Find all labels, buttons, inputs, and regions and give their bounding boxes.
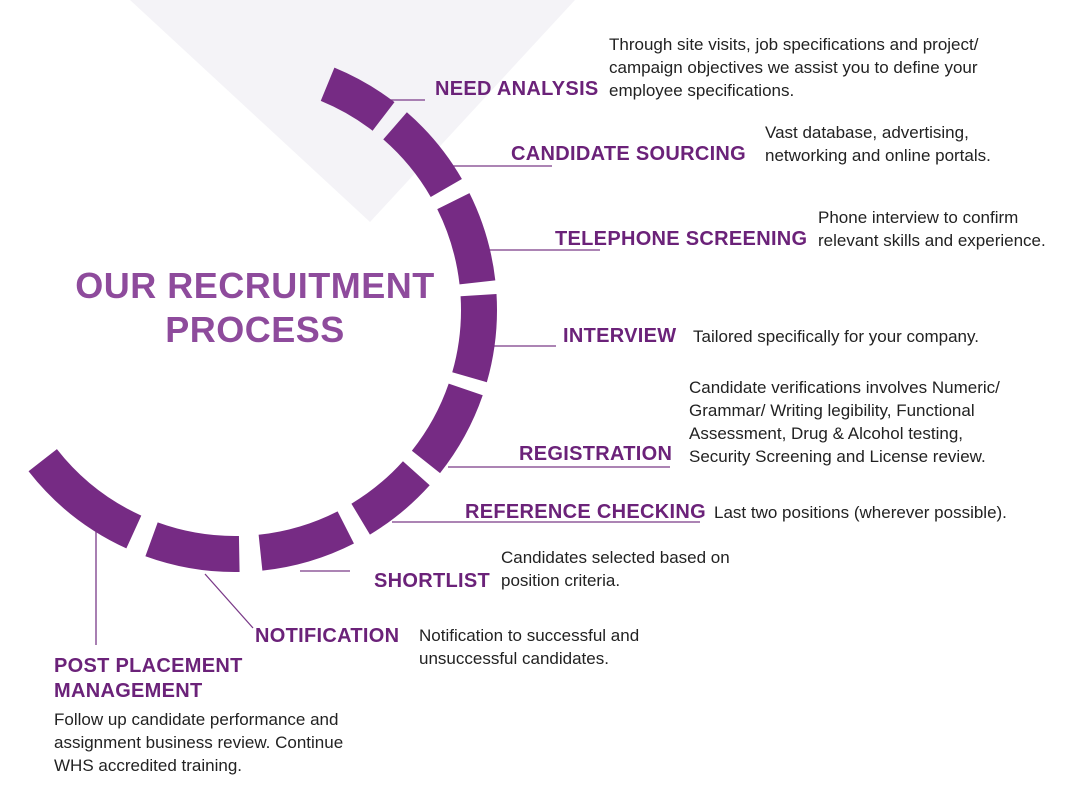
step-description-candidate-sourcing: Vast database, advertising, networking a…	[765, 123, 991, 165]
ring-segment-reference-checking	[351, 461, 430, 535]
step-description-post-placement-management: Follow up candidate performance and assi…	[54, 710, 344, 775]
process-ring	[28, 67, 497, 572]
ring-segment-notification	[145, 522, 240, 572]
ring-segment-post-placement-management	[28, 449, 142, 549]
step-label-interview: INTERVIEW	[563, 325, 677, 347]
step-description-registration: Candidate verifications involves Numeric…	[689, 378, 1000, 466]
ring-segment-interview	[452, 294, 497, 383]
step-label-shortlist: SHORTLIST	[374, 570, 491, 592]
step-label-registration: REGISTRATION	[519, 443, 673, 465]
step-label-candidate-sourcing: CANDIDATE SOURCING	[511, 143, 747, 165]
step-description-interview: Tailored specifically for your company.	[693, 327, 979, 346]
step-description-shortlist: Candidates selected based on position cr…	[501, 548, 730, 590]
ring-segment-registration	[411, 383, 483, 474]
connector-line-notification	[204, 573, 254, 629]
ring-segment-candidate-sourcing	[383, 112, 462, 197]
step-description-reference-checking: Last two positions (wherever possible).	[714, 503, 1007, 522]
title-line: OUR RECRUITMENT	[75, 265, 435, 306]
connector-lines	[95, 99, 700, 645]
step-description-need-analysis: Through site visits, job specifications …	[609, 35, 979, 100]
ring-segment-shortlist	[258, 511, 354, 571]
step-label-telephone-screening: TELEPHONE SCREENING	[555, 228, 808, 250]
step-label-reference-checking: REFERENCE CHECKING	[465, 501, 706, 523]
step-description-telephone-screening: Phone interview to confirm relevant skil…	[818, 208, 1046, 250]
ring-segment-telephone-screening	[437, 193, 496, 285]
step-label-post-placement-management: POST PLACEMENT MANAGEMENT	[54, 655, 243, 702]
ring-segment-need-analysis	[320, 67, 395, 131]
step-label-need-analysis: NEED ANALYSIS	[435, 78, 599, 100]
step-label-notification: NOTIFICATION	[255, 625, 400, 647]
diagram-title: OUR RECRUITMENT PROCESS	[60, 264, 450, 352]
step-description-notification: Notification to successful and unsuccess…	[419, 626, 640, 668]
title-line: PROCESS	[165, 309, 345, 350]
